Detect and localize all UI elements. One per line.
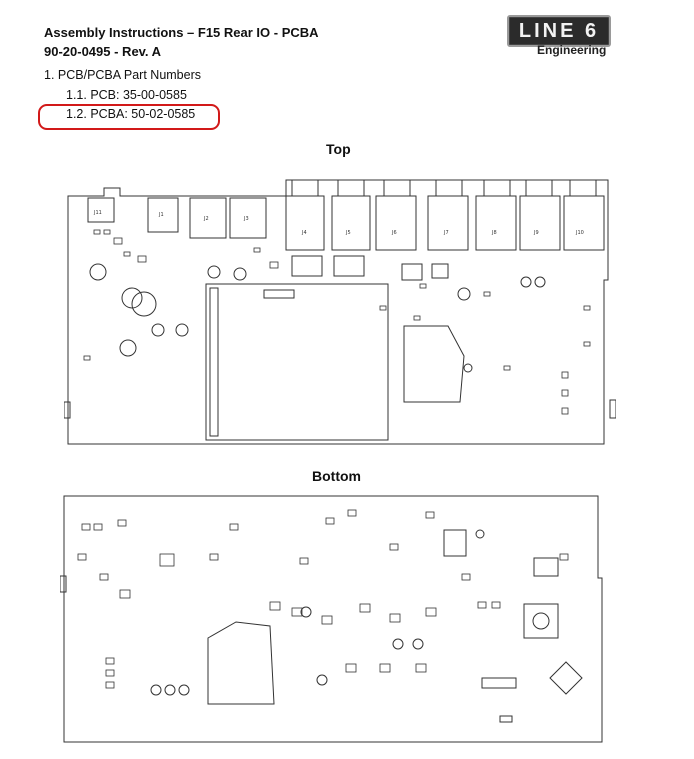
svg-text:J6: J6: [391, 230, 397, 236]
highlight-box: [38, 104, 220, 130]
top-view-label: Top: [326, 141, 351, 157]
audio-jacks-row: J4 J5 J6 J7 J8 J9 J10: [285, 179, 605, 251]
pcba-part-number: 1.2. PCBA: 50-02-0585: [66, 107, 196, 121]
svg-text:J9: J9: [533, 230, 539, 236]
svg-text:J5: J5: [345, 230, 351, 236]
svg-text:J8: J8: [491, 230, 497, 236]
refdes-j11: J11: [93, 210, 102, 216]
svg-text:J10: J10: [575, 230, 584, 236]
logo-mark: LINE 6: [507, 15, 611, 47]
pcb-top-view: J11 J1 J2 J3 J4 J5 J6 J7 J8 J9 J10: [64, 179, 616, 445]
pcb-bottom-view: [60, 495, 603, 743]
document-number: 90-20-0495 - Rev. A: [44, 44, 162, 59]
part-numbers-heading: 1. PCB/PCBA Part Numbers: [44, 68, 202, 82]
svg-text:J3: J3: [243, 216, 249, 222]
svg-text:J4: J4: [301, 230, 307, 236]
pcb-part-number: 1.1. PCB: 35-00-0585: [66, 87, 187, 102]
logo-subtitle: Engineering: [537, 43, 607, 57]
svg-text:J2: J2: [203, 216, 209, 222]
document-header: Assembly Instructions – F15 Rear IO - PC…: [44, 23, 319, 61]
document-title: Assembly Instructions – F15 Rear IO - PC…: [44, 25, 319, 40]
svg-text:J7: J7: [443, 230, 449, 236]
line6-logo: LINE 6 Engineering: [507, 15, 613, 61]
part-numbers-list: 1. PCB/PCBA Part Numbers 1.1. PCB: 35-00…: [44, 66, 201, 125]
bottom-view-label: Bottom: [312, 468, 361, 484]
svg-text:J1: J1: [158, 212, 164, 218]
